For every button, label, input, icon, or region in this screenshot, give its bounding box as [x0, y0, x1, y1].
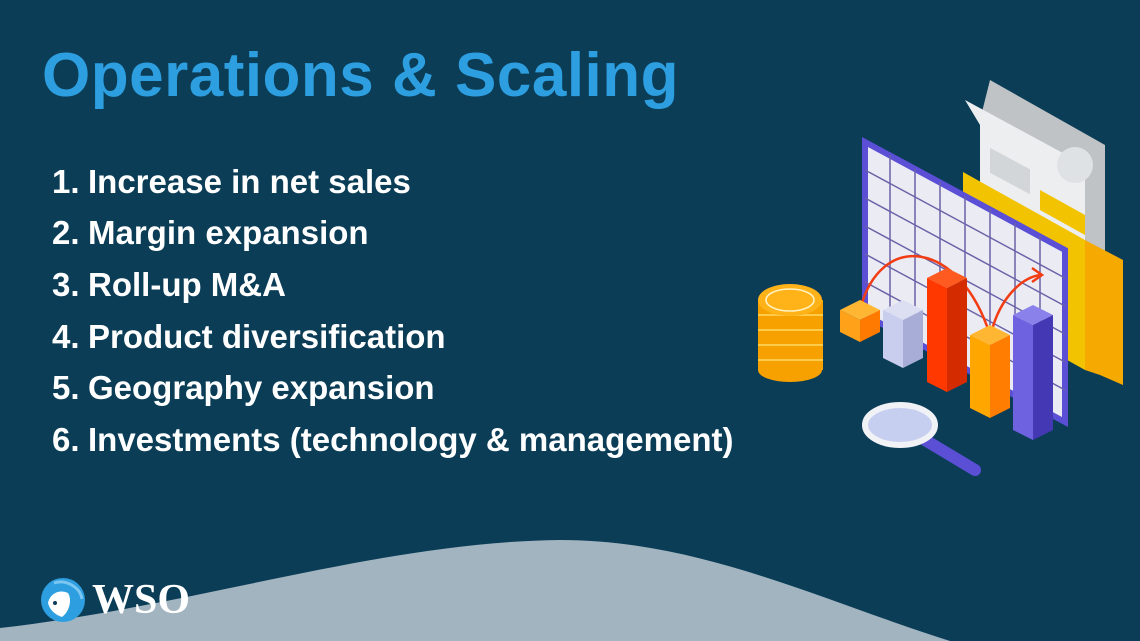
list-item-label: Margin expansion [88, 214, 369, 252]
list-item-label: Roll-up M&A [88, 265, 286, 303]
strategy-list: 1.Increase in net sales 2.Margin expansi… [52, 156, 733, 466]
list-item: 2.Margin expansion [52, 214, 369, 252]
list-item: 4.Product diversification [52, 317, 446, 355]
list-item-label: Investments (technology & management) [88, 420, 734, 458]
list-item-label: Geography expansion [88, 369, 435, 407]
list-item: 6.Investments (technology & management) [52, 420, 734, 458]
magnifying-glass-icon [862, 402, 981, 476]
growth-arrow-icon [858, 255, 992, 336]
page-title: Operations & Scaling [42, 41, 680, 110]
wso-globe-icon [41, 578, 85, 622]
analytics-illustration [758, 80, 1123, 476]
list-item: 5.Geography expansion [52, 369, 435, 407]
list-item: 3.Roll-up M&A [52, 265, 286, 303]
list-item-label: Product diversification [88, 317, 446, 355]
list-item: 1.Increase in net sales [52, 162, 411, 200]
coin-stack-icon [758, 284, 823, 382]
list-item-label: Increase in net sales [88, 162, 411, 200]
bar-chart-icon [840, 268, 1053, 440]
logo-text: WSO [92, 577, 191, 623]
wso-logo: WSO [40, 576, 190, 624]
